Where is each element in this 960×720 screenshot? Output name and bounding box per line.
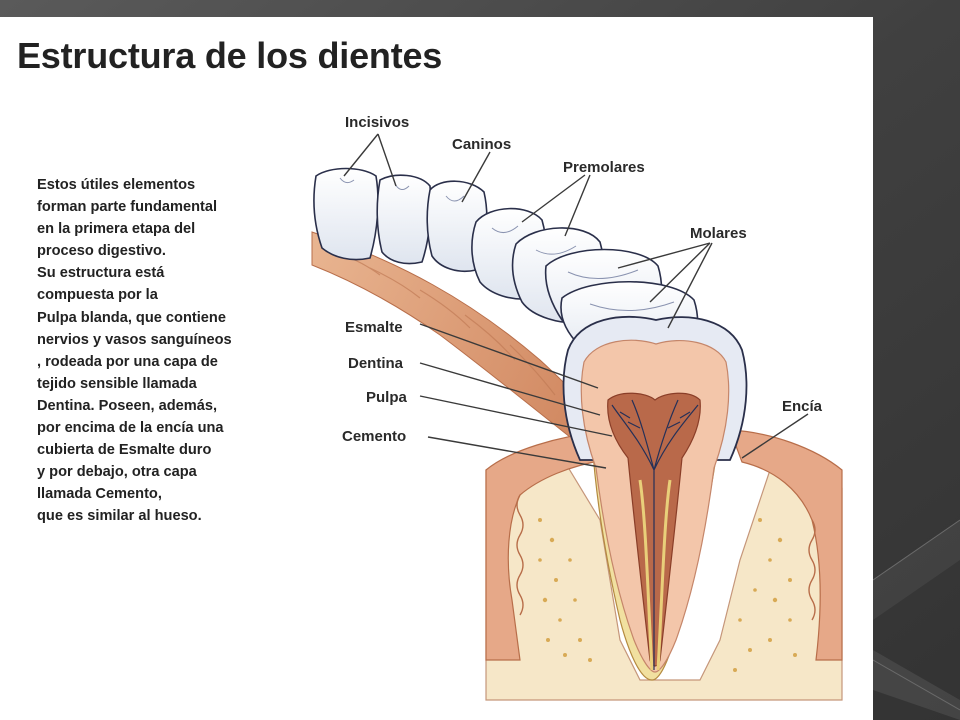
bone-speckles bbox=[538, 518, 797, 672]
label-caninos: Caninos bbox=[452, 136, 511, 153]
description-line: cubierta de Esmalte duro bbox=[37, 442, 212, 459]
pointer-lines bbox=[343, 133, 809, 469]
label-molares: Molares bbox=[690, 225, 747, 242]
description-line: Pulpa blanda, que contiene bbox=[37, 309, 226, 326]
incisor-tooth bbox=[313, 167, 379, 261]
description-line: nervios y vasos sanguíneos bbox=[37, 331, 232, 348]
cusp-lines bbox=[339, 177, 675, 311]
root-canal-outline bbox=[638, 479, 672, 671]
label-encia: Encía bbox=[782, 398, 823, 415]
description-line: proceso digestivo. bbox=[37, 243, 166, 260]
gum-texture bbox=[329, 249, 556, 396]
description-line: Dentina. Poseen, además, bbox=[37, 397, 218, 414]
description-line: , rodeada por una capa de bbox=[37, 353, 218, 370]
label-incisivos: Incisivos bbox=[345, 114, 409, 131]
description-line: compuesta por la bbox=[37, 287, 158, 304]
label-cemento: Cemento bbox=[342, 428, 406, 445]
description-line: tejido sensible llamada bbox=[37, 375, 197, 392]
incisor-tooth bbox=[376, 174, 432, 265]
description-line: forman parte fundamental bbox=[37, 199, 218, 216]
description-line: llamada Cemento, bbox=[37, 486, 162, 503]
description-line: Su estructura está bbox=[37, 265, 165, 282]
nerves-and-vessels bbox=[611, 399, 699, 670]
description-line: y por debajo, otra capa bbox=[37, 464, 197, 481]
description-line: por encima de la encía una bbox=[37, 420, 224, 437]
label-pulpa: Pulpa bbox=[366, 389, 407, 406]
label-esmalte: Esmalte bbox=[345, 319, 403, 336]
slide-panel: Estructura de los dientes Estos útiles e… bbox=[0, 17, 873, 720]
description-line: que es similar al hueso. bbox=[37, 508, 202, 525]
description-line: en la primera etapa del bbox=[37, 221, 196, 238]
gum-section-right bbox=[729, 429, 843, 661]
tooth-diagram: Incisivos Caninos Premolares Molares Esm… bbox=[311, 114, 843, 701]
label-premolares: Premolares bbox=[563, 159, 645, 176]
gum-wavy-edge bbox=[516, 494, 816, 621]
description-line: Estos útiles elementos bbox=[37, 177, 196, 193]
gum-section-left bbox=[485, 431, 605, 661]
description-text: Estos útiles elementos forman parte fund… bbox=[37, 174, 299, 528]
page-title: Estructura de los dientes bbox=[17, 35, 443, 76]
label-dentina: Dentina bbox=[348, 355, 404, 372]
